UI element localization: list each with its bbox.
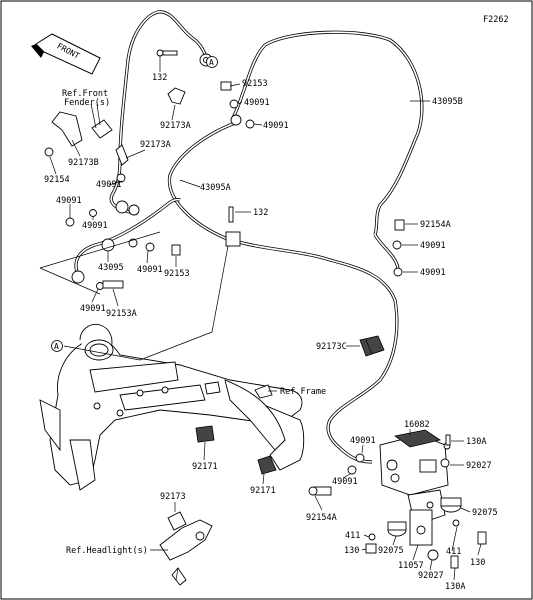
frame-clip-upper <box>204 381 221 395</box>
hose-joint-clamp <box>225 231 241 247</box>
label-49091-g: 49091 <box>80 304 106 314</box>
label-16082: 16082 <box>404 420 430 430</box>
label-92173: 92173 <box>160 492 186 502</box>
callout-a-top: A <box>206 56 218 68</box>
hose-upper-loop <box>118 10 208 161</box>
label-49091-d: 49091 <box>56 196 82 206</box>
callout-a-top-label: A <box>209 58 214 67</box>
ref-frame: Ref.Frame <box>280 387 326 397</box>
label-132-top: 132 <box>152 73 167 83</box>
label-49091-i: 49091 <box>420 268 446 278</box>
front-arrow-icon: FRONT <box>31 33 101 75</box>
label-92154a-top: 92154A <box>420 220 451 230</box>
label-92171-b: 92171 <box>250 486 276 496</box>
clamp-92171-b <box>257 455 277 475</box>
label-92027-bot: 92027 <box>418 571 444 581</box>
label-130a-bot: 130A <box>445 582 465 592</box>
fender-bracket <box>44 111 113 157</box>
clip-92173a-upper <box>167 87 186 105</box>
abs-unit <box>379 429 451 521</box>
callout-a-frame-label: A <box>54 342 59 351</box>
label-92075-r: 92075 <box>472 508 498 518</box>
label-49091-k: 49091 <box>332 477 358 487</box>
label-49091-e: 49091 <box>82 221 108 231</box>
label-130a-top: 130A <box>466 437 486 447</box>
label-92154: 92154 <box>44 175 70 185</box>
label-411-l: 411 <box>345 531 360 541</box>
label-411-r: 411 <box>446 547 461 557</box>
label-43095a: 43095A <box>200 183 231 193</box>
label-92173b: 92173B <box>68 158 99 168</box>
clip-92173c <box>359 335 385 357</box>
figure-code: F2262 <box>483 15 509 25</box>
label-92153-top: 92153 <box>242 79 268 89</box>
ref-headlight: Ref.Headlight(s) <box>66 546 148 556</box>
label-92173c: 92173C <box>316 342 347 352</box>
label-43095b: 43095B <box>432 97 463 107</box>
callout-a-frame: A <box>51 340 63 352</box>
label-49091-j: 49091 <box>350 436 376 446</box>
headlight-bracket <box>159 511 213 586</box>
main-frame <box>39 323 305 491</box>
clamp-92171-a <box>195 425 215 443</box>
clip-92173a-lower <box>115 144 129 166</box>
label-92153-mid: 92153 <box>164 269 190 279</box>
label-132-mid: 132 <box>253 208 268 218</box>
label-130-l: 130 <box>344 546 359 556</box>
hose-43095a <box>167 120 399 450</box>
label-49091-b: 49091 <box>263 121 289 131</box>
label-43095: 43095 <box>98 263 124 273</box>
label-92171-a: 92171 <box>192 462 218 472</box>
label-92075-b: 92075 <box>378 546 404 556</box>
ref-front-fender-1: Ref.Front <box>62 89 108 99</box>
leader-lines <box>39 56 482 581</box>
hose-to-abs <box>338 446 373 464</box>
label-92153a: 92153A <box>106 309 137 319</box>
hose-right-short <box>373 234 400 269</box>
label-92154a-bot: 92154A <box>306 513 337 523</box>
abs-mount-parts <box>365 497 487 569</box>
label-49091-f: 49091 <box>137 265 163 275</box>
label-92173a-b: 92173A <box>140 140 171 150</box>
hose-43095 <box>74 159 181 276</box>
label-49091-c: 49091 <box>96 180 122 190</box>
label-92027-top: 92027 <box>466 461 492 471</box>
label-49091-h: 49091 <box>420 241 446 251</box>
label-130-r: 130 <box>470 558 485 568</box>
part-labels: 132 92153 49091 49091 43095B 92173A 9217… <box>44 73 498 592</box>
label-92173a-a: 92173A <box>160 121 191 131</box>
hose-43095b <box>230 30 424 236</box>
frame-ref-clip <box>254 384 273 399</box>
label-11057: 11057 <box>398 561 424 571</box>
label-49091-a: 49091 <box>244 98 270 108</box>
ref-front-fender-2: Fender(s) <box>64 98 110 108</box>
